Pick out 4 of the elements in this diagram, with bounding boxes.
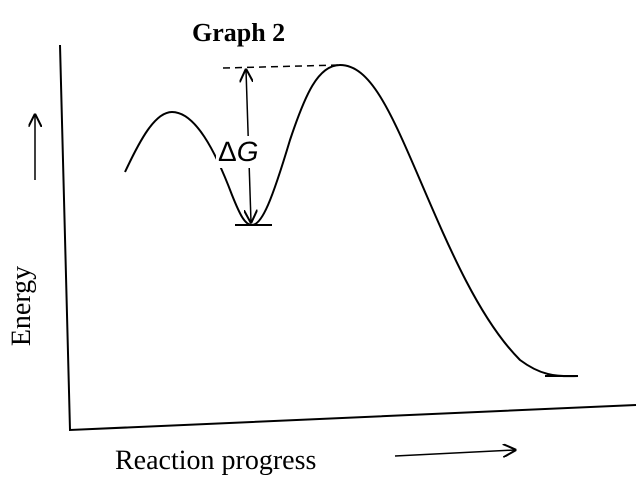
chart-title: Graph 2 <box>192 18 286 48</box>
axis-label: Energy <box>6 266 38 346</box>
delta-g-label: ΔG <box>216 136 260 168</box>
axis-label: Reaction progress <box>115 445 316 477</box>
